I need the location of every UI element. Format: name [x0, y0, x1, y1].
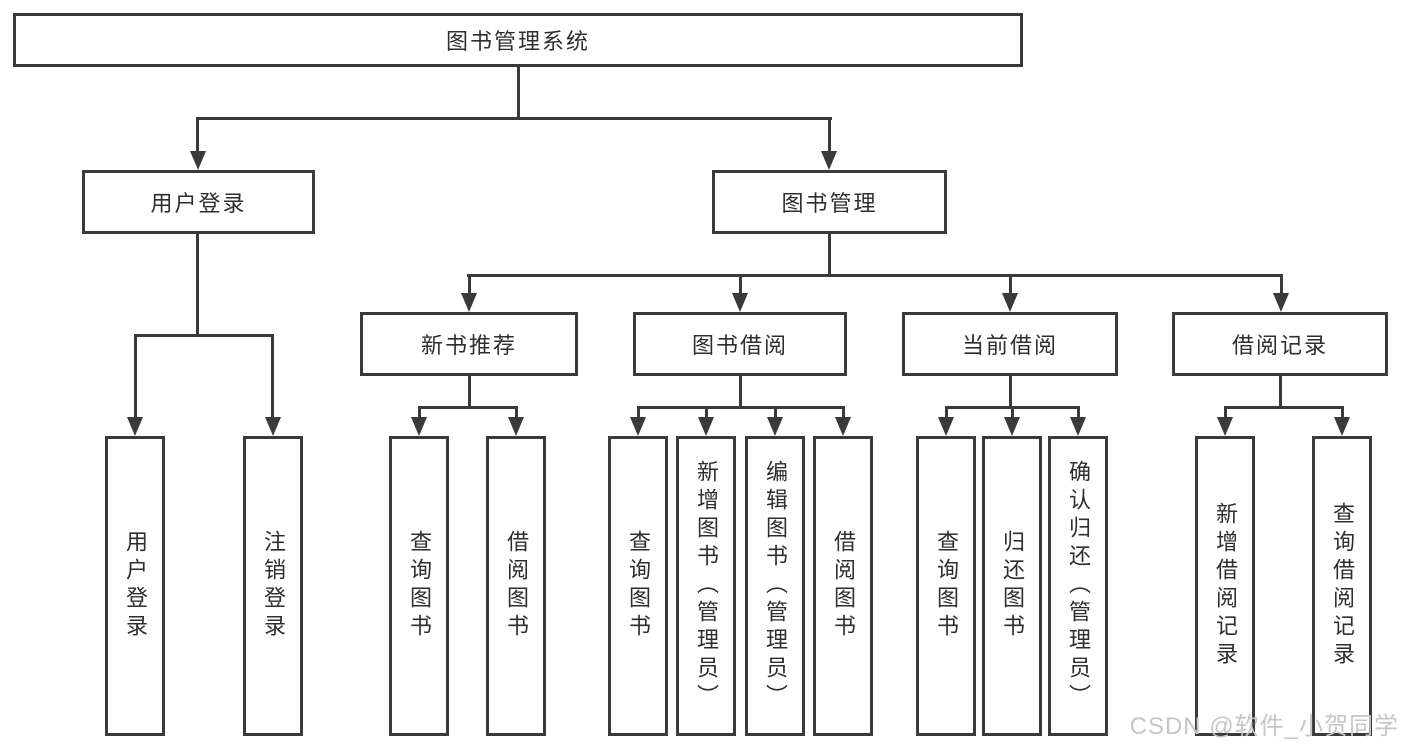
leaf-node-query-books: 查询图书 [608, 436, 668, 736]
connector-line [637, 406, 640, 420]
arrowhead-down-icon [1217, 417, 1233, 436]
arrowhead-down-icon [127, 417, 143, 436]
connector-line [842, 406, 845, 420]
connector-line [1224, 406, 1227, 420]
connector-line [1341, 406, 1344, 420]
leaf-node-query-current: 查询图书 [916, 436, 976, 736]
arrowhead-down-icon [411, 417, 427, 436]
root-node-library-system: 图书管理系统 [13, 13, 1023, 67]
connector-line [828, 117, 831, 155]
arrowhead-down-icon [767, 417, 783, 436]
arrowhead-down-icon [265, 417, 281, 436]
leaf-node-query-borrow-record: 查询借阅记录 [1312, 436, 1372, 736]
connector-line [271, 334, 274, 419]
leaf-node-confirm-return-admin: 确认归还（管理员） [1048, 436, 1108, 736]
leaf-node-borrow-books: 借阅图书 [813, 436, 873, 736]
connector-line [418, 406, 421, 420]
connector-line [196, 234, 199, 337]
connector-line [134, 334, 274, 337]
leaf-node-add-borrow-record: 新增借阅记录 [1195, 436, 1255, 736]
branch-node-user-login: 用户登录 [82, 170, 315, 234]
connector-line [517, 67, 520, 120]
leaf-node-user-login: 用户登录 [105, 436, 165, 736]
connector-line [705, 406, 708, 420]
connector-line [828, 234, 831, 277]
connector-line [418, 406, 518, 409]
connector-line [467, 274, 1283, 277]
leaf-node-borrow-books-recommend: 借阅图书 [486, 436, 546, 736]
section-node-borrow-record: 借阅记录 [1172, 312, 1388, 376]
section-node-book-borrow: 图书借阅 [633, 312, 847, 376]
connector-line [774, 406, 777, 420]
connector-line [739, 376, 742, 409]
leaf-node-add-books-admin: 新增图书（管理员） [676, 436, 736, 736]
connector-line [1077, 406, 1080, 420]
arrowhead-down-icon [461, 293, 477, 312]
connector-line [1009, 376, 1012, 409]
connector-line [134, 334, 137, 419]
connector-line [637, 406, 845, 409]
arrowhead-down-icon [190, 151, 206, 170]
connector-line [515, 406, 518, 420]
connector-line [739, 274, 742, 296]
arrowhead-down-icon [1334, 417, 1350, 436]
arrowhead-down-icon [630, 417, 646, 436]
arrowhead-down-icon [821, 151, 837, 170]
section-node-new-book-recommend: 新书推荐 [360, 312, 578, 376]
branch-node-book-management: 图书管理 [712, 170, 947, 234]
arrowhead-down-icon [835, 417, 851, 436]
leaf-node-logout: 注销登录 [243, 436, 303, 736]
connector-line [1224, 406, 1344, 409]
connector-line [468, 376, 471, 409]
connector-line [1280, 274, 1283, 296]
arrowhead-down-icon [508, 417, 524, 436]
arrowhead-down-icon [1273, 293, 1289, 312]
connector-line [1009, 274, 1012, 296]
connector-line [1011, 406, 1014, 420]
section-node-current-borrow: 当前借阅 [902, 312, 1118, 376]
csdn-watermark: CSDN @软件_小贺同学 [1129, 713, 1399, 740]
arrowhead-down-icon [732, 293, 748, 312]
arrowhead-down-icon [698, 417, 714, 436]
arrowhead-down-icon [1002, 293, 1018, 312]
connector-line [196, 117, 832, 120]
leaf-node-query-books-recommend: 查询图书 [389, 436, 449, 736]
connector-line [1279, 376, 1282, 409]
connector-line [468, 274, 471, 296]
arrowhead-down-icon [1070, 417, 1086, 436]
arrowhead-down-icon [1004, 417, 1020, 436]
connector-line [945, 406, 948, 420]
arrowhead-down-icon [938, 417, 954, 436]
leaf-node-edit-books-admin: 编辑图书（管理员） [745, 436, 805, 736]
leaf-node-return-books: 归还图书 [982, 436, 1042, 736]
connector-line [196, 117, 199, 155]
